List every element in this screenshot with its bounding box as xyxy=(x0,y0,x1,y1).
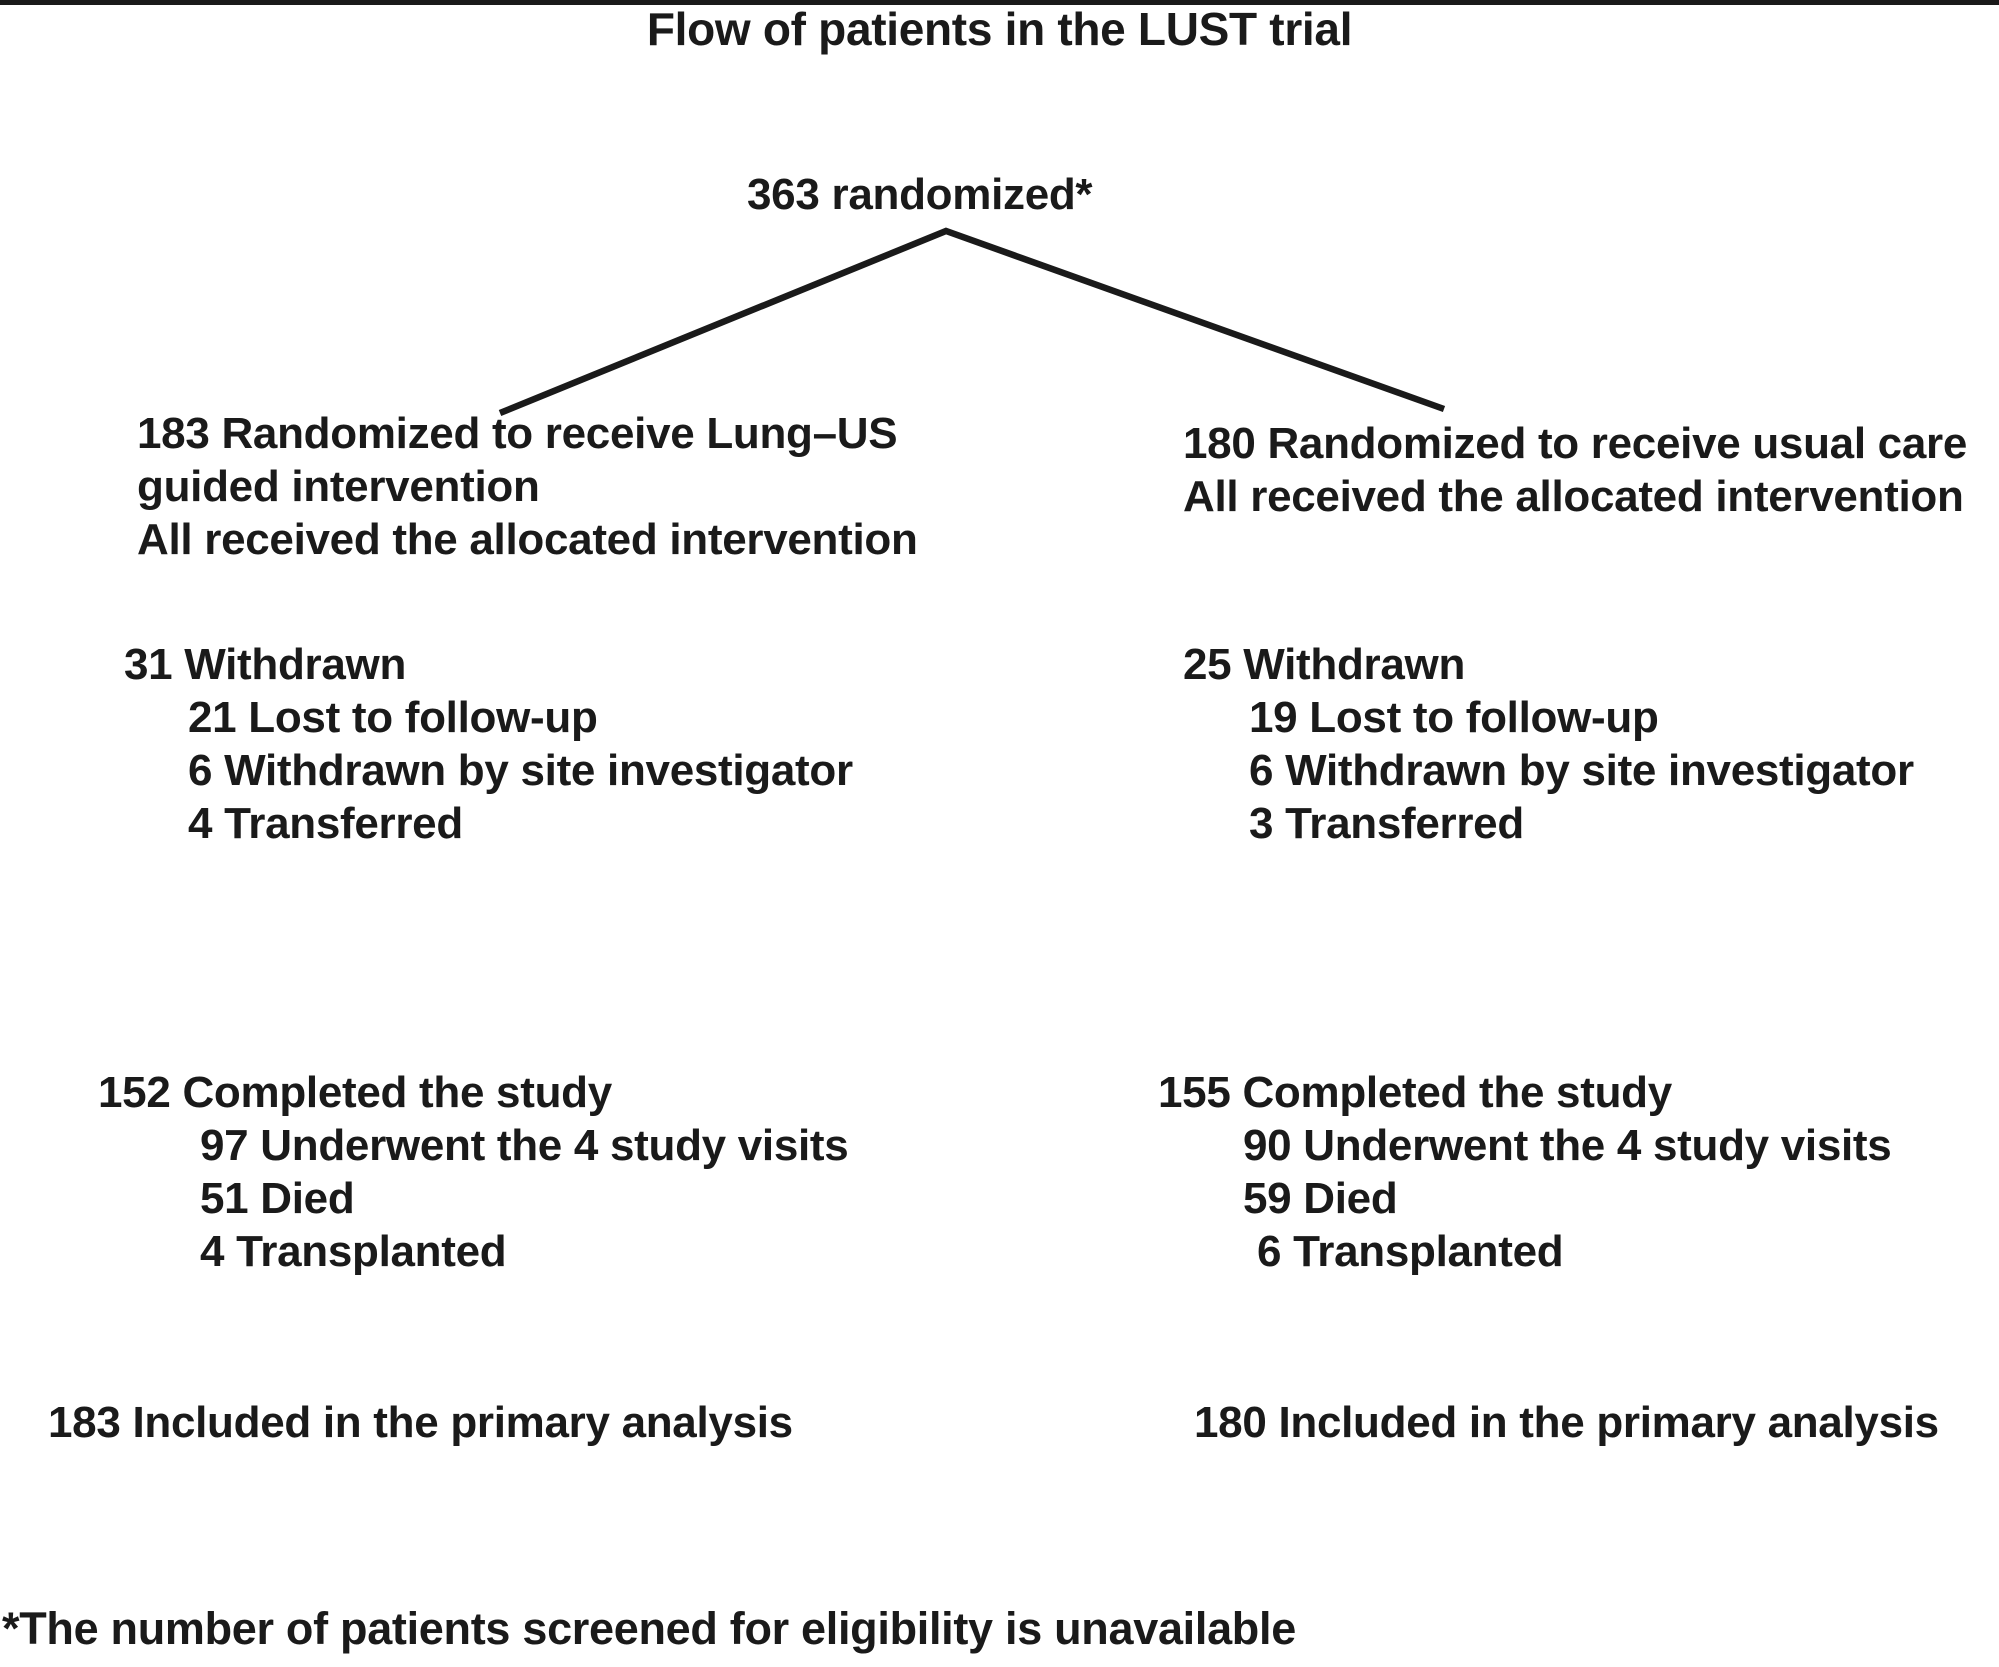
right-completed-header: 155 Completed the study xyxy=(1158,1068,1672,1117)
left-allocation-line3: All received the allocated intervention xyxy=(137,515,918,564)
right-arm-completed: 155 Completed the study 90 Underwent the… xyxy=(1158,1066,1892,1278)
bottom-rule xyxy=(0,0,1999,5)
right-withdrawn-header: 25 Withdrawn xyxy=(1183,640,1466,689)
left-allocation-line2: guided intervention xyxy=(137,462,540,511)
left-allocation-line1: 183 Randomized to receive Lung–US xyxy=(137,409,898,458)
right-allocation-line1: 180 Randomized to receive usual care xyxy=(1183,419,1968,468)
left-allocation-count: 183 xyxy=(137,409,210,458)
left-withdrawn-detail: 21 Lost to follow-up xyxy=(188,693,598,742)
right-allocation-count: 180 xyxy=(1183,419,1256,468)
left-completed-detail: 4 Transplanted xyxy=(200,1227,507,1276)
left-withdrawn-detail: 6 Withdrawn by site investigator xyxy=(188,746,853,795)
randomized-count: 363 xyxy=(747,170,820,219)
left-withdrawn-header: 31 Withdrawn xyxy=(124,640,407,689)
right-completed-detail: 6 Transplanted xyxy=(1257,1227,1564,1276)
right-withdrawn-detail: 6 Withdrawn by site investigator xyxy=(1249,746,1914,795)
right-completed-detail: 90 Underwent the 4 study visits xyxy=(1243,1121,1892,1170)
right-arm-allocation: 180 Randomized to receive usual care All… xyxy=(1183,417,1967,523)
right-withdrawn-detail: 3 Transferred xyxy=(1249,799,1524,848)
left-completed-detail: 97 Underwent the 4 study visits xyxy=(200,1121,849,1170)
left-completed-header: 152 Completed the study xyxy=(98,1068,612,1117)
right-arm-withdrawn: 25 Withdrawn 19 Lost to follow-up 6 With… xyxy=(1183,638,1914,850)
left-completed-detail: 51 Died xyxy=(200,1174,355,1223)
randomized-label: randomized* xyxy=(831,170,1093,219)
footnote: *The number of patients screened for eli… xyxy=(2,1603,1296,1654)
branch-line-left-right xyxy=(498,227,1446,417)
diagram-title: Flow of patients in the LUST trial xyxy=(646,3,1353,55)
left-arm-withdrawn: 31 Withdrawn 21 Lost to follow-up 6 With… xyxy=(124,638,853,850)
left-withdrawn-detail: 4 Transferred xyxy=(188,799,463,848)
left-arm-completed: 152 Completed the study 97 Underwent the… xyxy=(98,1066,849,1278)
left-arm-primary-analysis: 183 Included in the primary analysis xyxy=(48,1398,793,1447)
right-allocation-line2: All received the allocated intervention xyxy=(1183,472,1964,521)
right-arm-primary-analysis: 180 Included in the primary analysis xyxy=(1194,1398,1939,1447)
right-withdrawn-detail: 19 Lost to follow-up xyxy=(1249,693,1659,742)
right-completed-detail: 59 Died xyxy=(1243,1174,1398,1223)
left-arm-allocation: 183 Randomized to receive Lung–US guided… xyxy=(137,407,918,566)
